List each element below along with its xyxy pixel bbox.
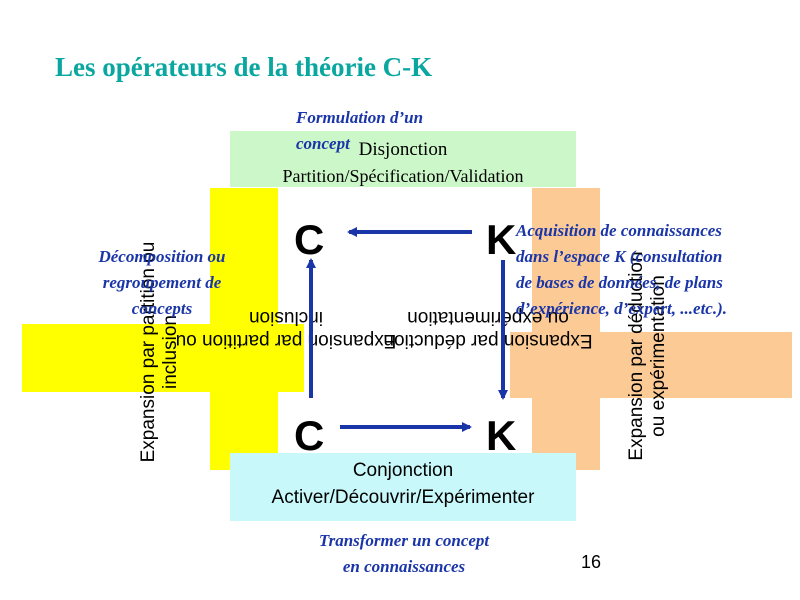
node-c-bottom: C [294, 412, 325, 459]
node-c-top: C [294, 216, 325, 263]
annotation-acquisition: Acquisition de connaissances dans l’espa… [516, 221, 727, 318]
disjunction-label: Disjonction [358, 139, 448, 160]
concept-expansion-horizontal-bar [22, 324, 304, 392]
conjunction-box [230, 453, 576, 521]
knowledge-expansion-horizontal-bar [510, 332, 792, 398]
node-k-bottom: K [486, 412, 517, 459]
disjunction-box [230, 131, 576, 187]
annotation-decomposition: Décomposition ou regroupement de concept… [98, 247, 226, 318]
knowledge-expansion-vertical-bar [532, 188, 600, 470]
page-number: 16 [581, 552, 602, 572]
page-title: Les opérateurs de la théorie C-K [55, 52, 433, 82]
node-k-top: K [486, 216, 517, 263]
disjunction-operators: Partition/Spécification/Validation [282, 166, 524, 186]
conjunction-operators: Activer/Découvrir/Expérimenter [271, 487, 535, 508]
annotation-transformer: Transformer un concept en connaissances [318, 531, 490, 576]
annotation-formulation: Formulation d’un concept [296, 108, 424, 153]
conjunction-label: Conjonction [352, 460, 454, 481]
